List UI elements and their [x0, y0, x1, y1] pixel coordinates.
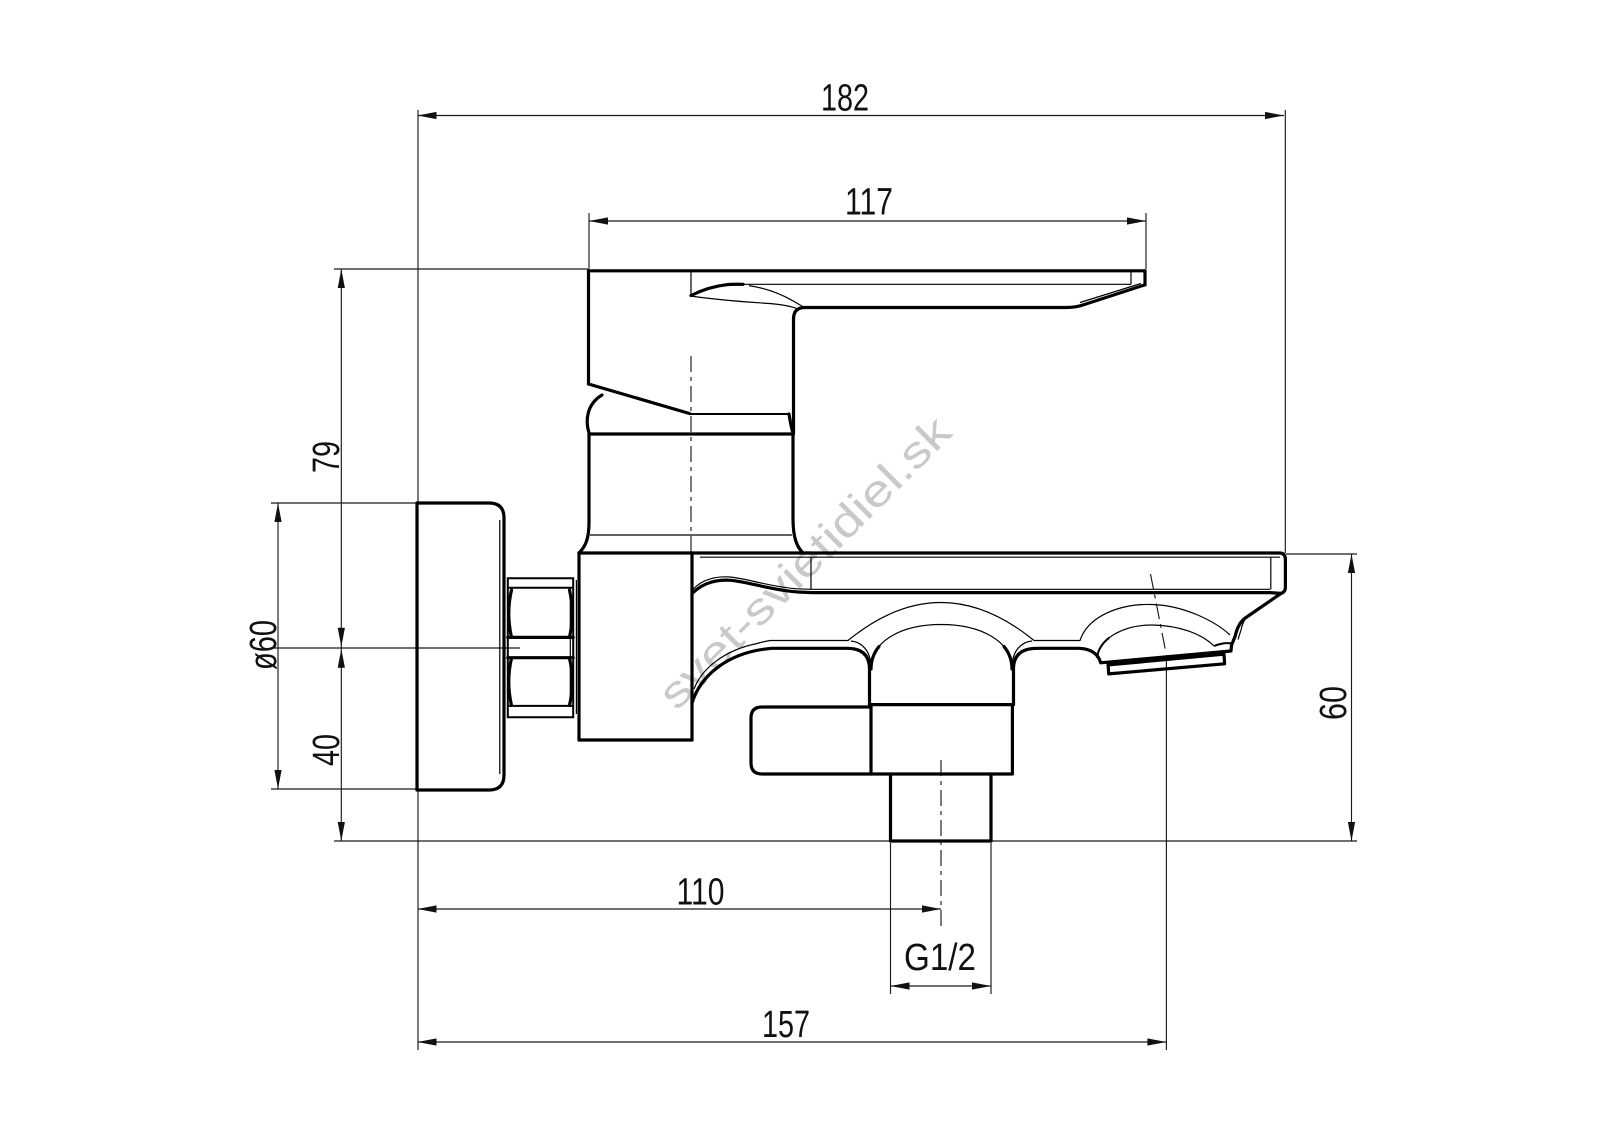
svg-text:ø60: ø60 [243, 620, 285, 670]
svg-text:157: 157 [762, 1004, 810, 1046]
svg-text:40: 40 [306, 734, 348, 766]
svg-text:182: 182 [821, 78, 869, 120]
svg-text:79: 79 [306, 441, 348, 473]
svg-text:110: 110 [677, 872, 725, 914]
svg-text:117: 117 [845, 182, 893, 224]
svg-text:60: 60 [1313, 686, 1355, 720]
svg-text:G1/2: G1/2 [904, 937, 976, 979]
